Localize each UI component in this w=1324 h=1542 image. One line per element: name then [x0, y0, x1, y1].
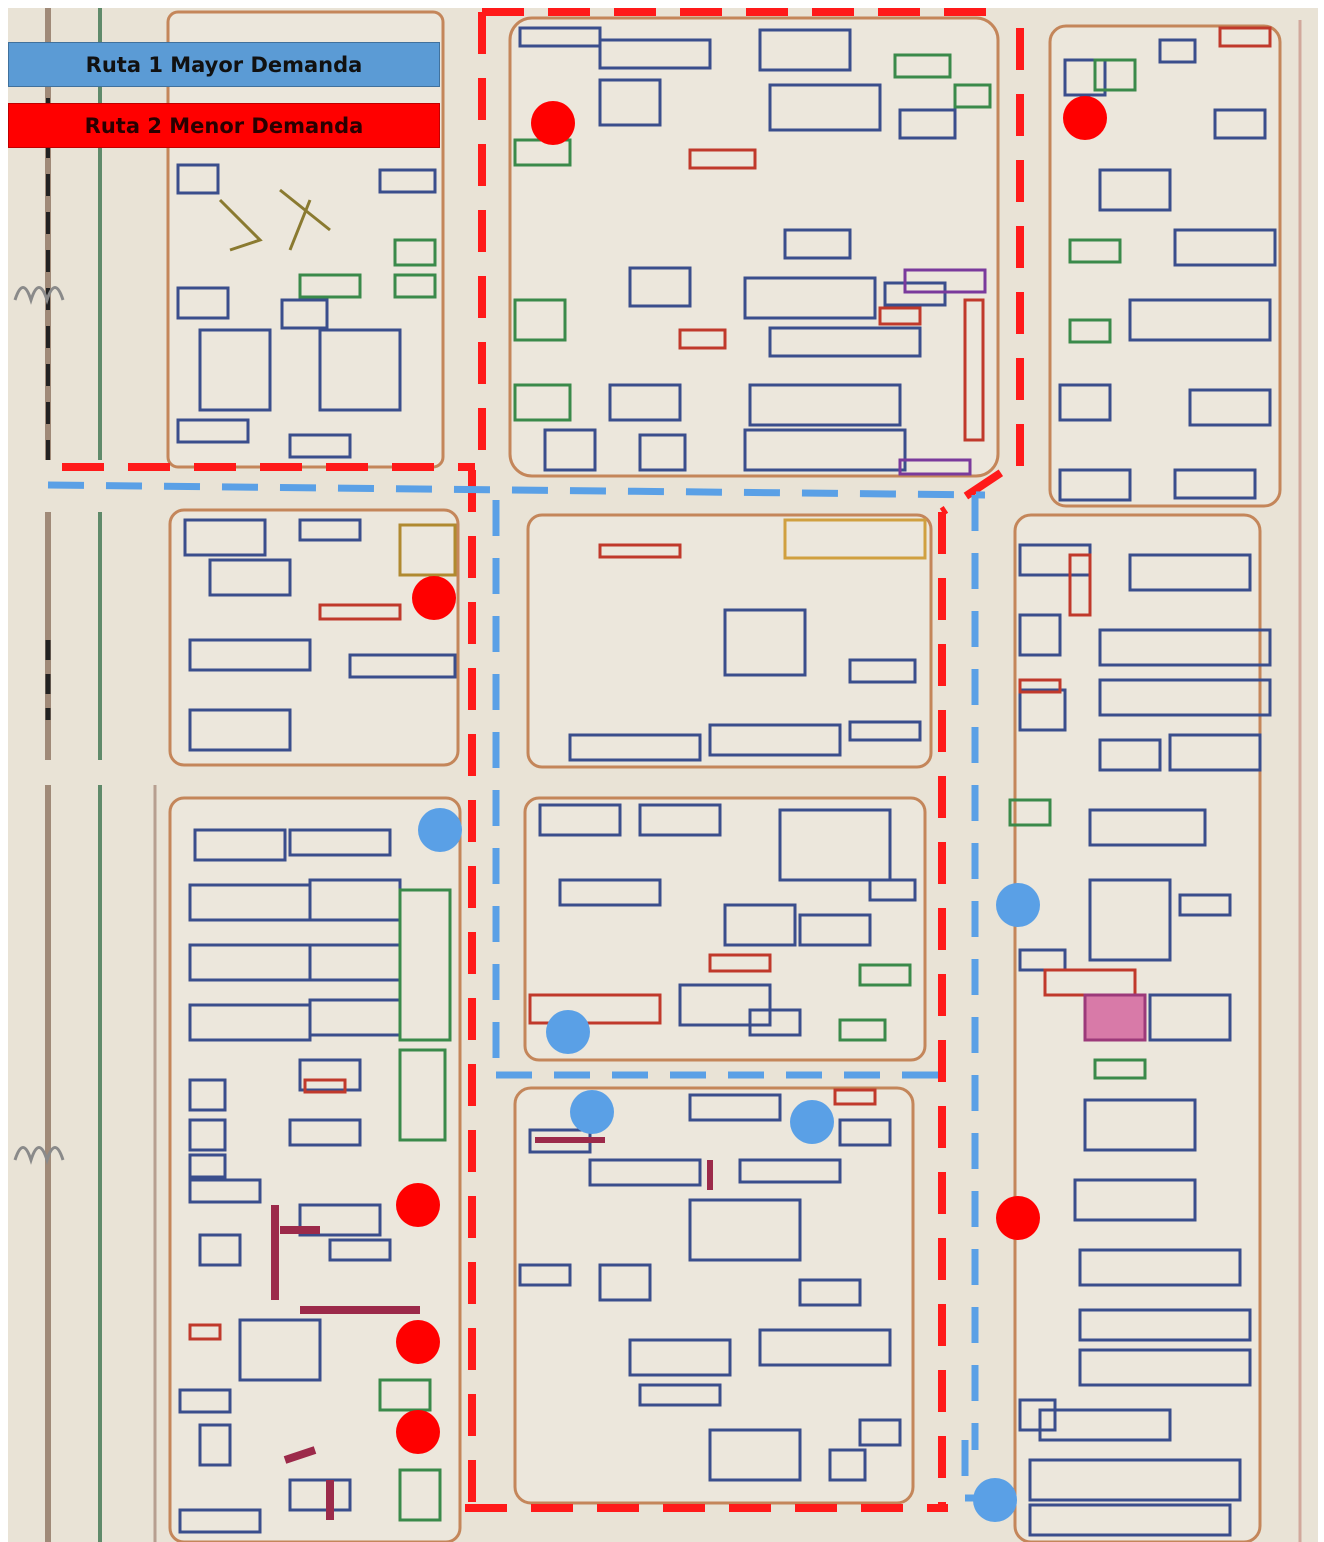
block-top-center [508, 16, 1000, 478]
route-1-stop[interactable] [996, 883, 1040, 927]
route-1-stop[interactable] [570, 1090, 614, 1134]
route-2-stop[interactable] [531, 101, 575, 145]
route-2-stop[interactable] [396, 1320, 440, 1364]
block-mid-left [168, 508, 460, 767]
route-1-stop[interactable] [973, 1478, 1017, 1522]
block-mid-center-upper [526, 513, 933, 769]
legend-route-2-label: Ruta 2 Menor Demanda [84, 113, 364, 138]
route-1-path [47, 481, 995, 1502]
legend-route-2: Ruta 2 Menor Demanda [8, 103, 440, 148]
route-2-stops [396, 96, 1107, 1454]
block-low-left [168, 796, 462, 1542]
route-1-stop[interactable] [790, 1100, 834, 1144]
route-2-stop[interactable] [996, 1196, 1040, 1240]
legend-route-1: Ruta 1 Mayor Demanda [8, 42, 440, 87]
route-2-stop[interactable] [1063, 96, 1107, 140]
route-2-stop[interactable] [396, 1410, 440, 1454]
route-1-stop[interactable] [418, 808, 462, 852]
block-low-center [513, 1086, 915, 1505]
route-1-stop[interactable] [546, 1010, 590, 1054]
route-2-stop[interactable] [412, 576, 456, 620]
map-legend: Ruta 1 Mayor Demanda Ruta 2 Menor Demand… [8, 42, 440, 148]
legend-route-1-label: Ruta 1 Mayor Demanda [85, 52, 363, 77]
route-2-path [62, 8, 1024, 1512]
equipment-layout [176, 26, 1277, 1537]
route-1-stops [418, 808, 1040, 1522]
route-2-stop[interactable] [396, 1183, 440, 1227]
